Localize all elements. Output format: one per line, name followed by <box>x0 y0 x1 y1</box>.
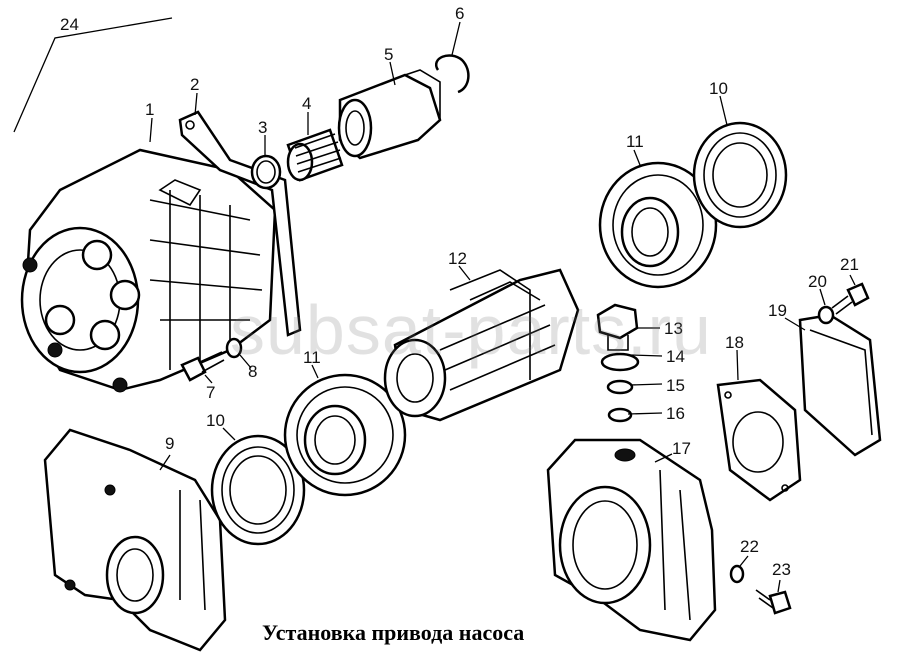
splined-sleeve-part <box>337 69 442 160</box>
washer-part <box>225 337 243 359</box>
callout-15: 15 <box>666 376 685 395</box>
gasket-part <box>716 378 802 502</box>
callout-9: 9 <box>165 434 175 453</box>
cover-washer-part <box>817 305 835 325</box>
diagram-caption: Установка привода насоса <box>262 620 525 645</box>
gear-shaft-part <box>383 268 580 422</box>
callout-16: 16 <box>666 404 685 423</box>
snap-ring-part <box>435 54 470 94</box>
plug-part <box>596 303 639 351</box>
callout-5: 5 <box>384 45 394 64</box>
oil-seal-upper-part <box>692 121 788 229</box>
bearing-upper-part <box>598 161 718 289</box>
callout-10-upper: 10 <box>709 79 728 98</box>
callout-7: 7 <box>206 383 216 402</box>
callout-21: 21 <box>840 255 859 274</box>
callout-19: 19 <box>768 301 787 320</box>
callout-11-lower: 11 <box>303 348 321 367</box>
leader-24 <box>13 17 173 133</box>
pump-housing-part <box>20 148 277 393</box>
callout-6: 6 <box>455 4 465 23</box>
callout-20: 20 <box>808 272 827 291</box>
small-washer-part <box>607 407 633 423</box>
cover-bolt-part <box>831 282 870 315</box>
callout-18: 18 <box>725 333 744 352</box>
callout-1: 1 <box>145 100 155 119</box>
bracket-part <box>178 110 302 337</box>
oil-seal-lower-part <box>210 434 306 546</box>
callout-8: 8 <box>248 362 258 381</box>
callout-2: 2 <box>190 75 200 94</box>
callout-11-upper: 11 <box>626 132 644 151</box>
callout-17: 17 <box>672 439 691 458</box>
callout-22: 22 <box>740 537 759 556</box>
bearing-housing-part <box>546 438 717 642</box>
watermark: subsat-parts.ru <box>230 291 712 369</box>
bearing-lower-part <box>283 373 407 497</box>
callout-10-lower: 10 <box>206 411 225 430</box>
cover-plate-part <box>43 428 227 652</box>
callout-14: 14 <box>666 347 685 366</box>
housing-bolt-part <box>755 589 792 615</box>
callout-24: 24 <box>60 15 79 34</box>
callout-12: 12 <box>448 249 467 268</box>
housing-washer-part <box>729 564 745 584</box>
callout-3: 3 <box>258 118 268 137</box>
callout-23: 23 <box>772 560 791 579</box>
small-gear-part <box>286 128 344 182</box>
bolt-part <box>180 351 225 382</box>
callout-4: 4 <box>302 94 312 113</box>
callout-13: 13 <box>664 319 683 338</box>
gasket-ring-part <box>600 352 640 372</box>
spring-washer-part <box>606 379 634 395</box>
end-cover-part <box>798 313 882 457</box>
